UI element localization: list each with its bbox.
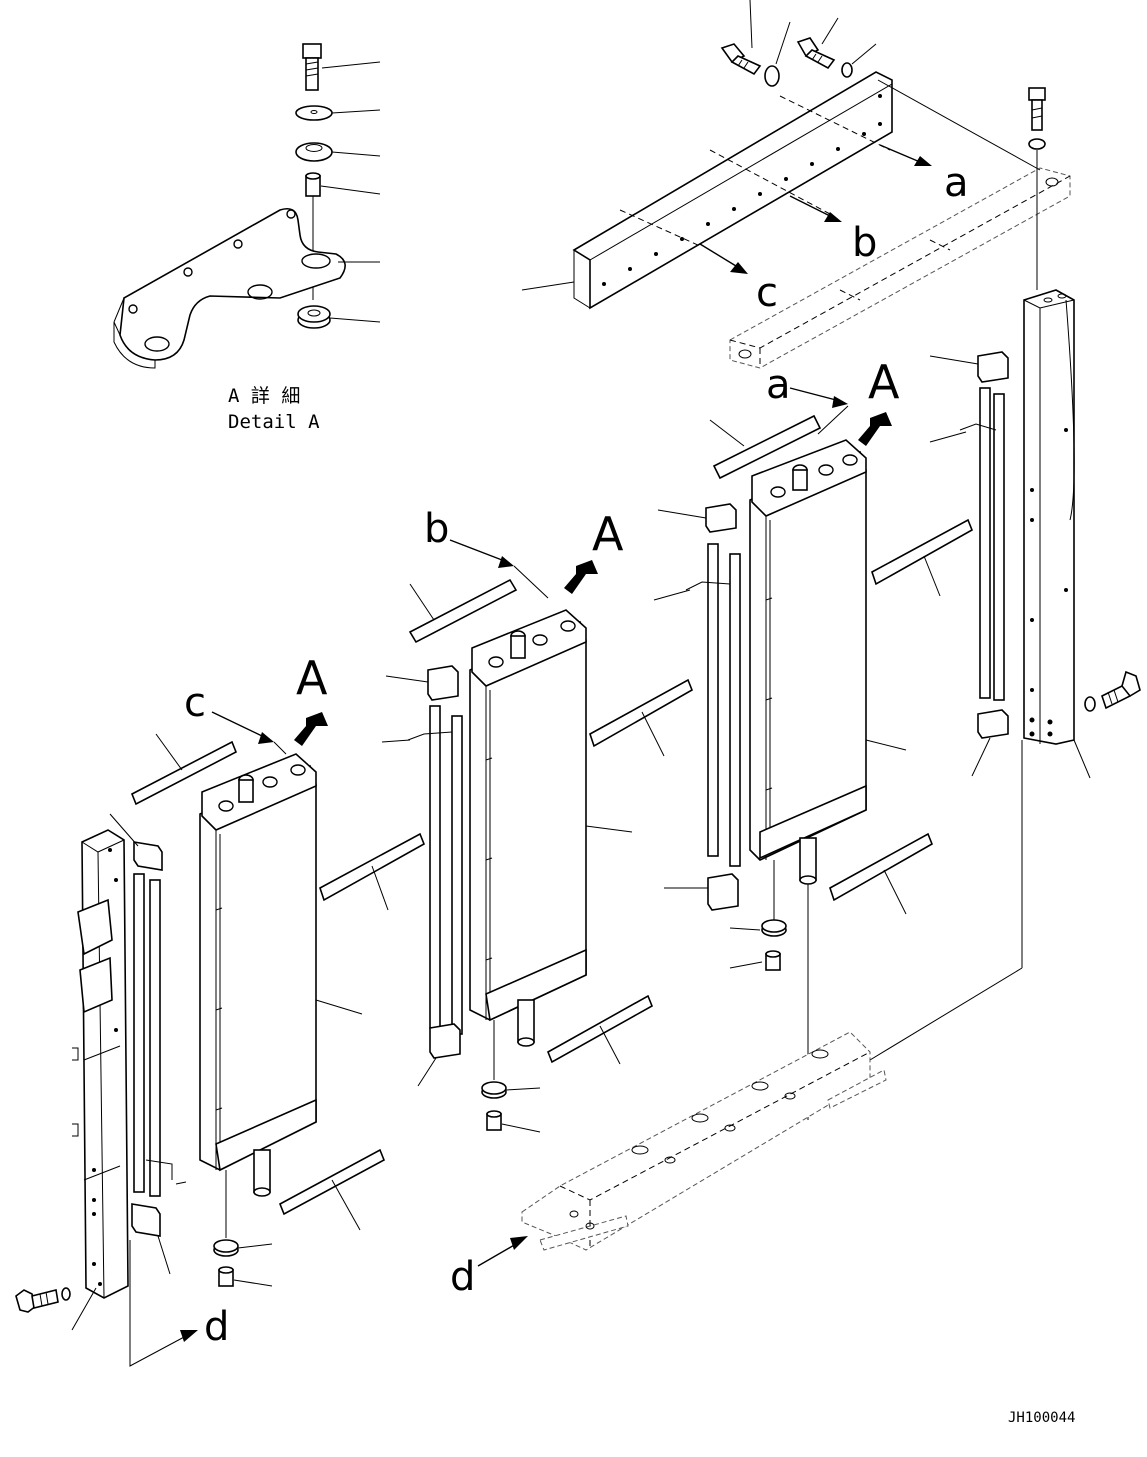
leader-left-frame: [71, 1287, 97, 1331]
arrow-d-left: [180, 1330, 198, 1342]
top-right-vertical-bolt: [1028, 87, 1046, 150]
view-arrow-a-mid: [564, 560, 598, 594]
seal-strip-left-pair: [131, 841, 173, 1237]
detail-title-jp: A 詳 細: [228, 385, 300, 407]
leader-core-mid: [585, 825, 633, 833]
view-arrow-a-right: [858, 412, 892, 446]
detail-a-group: A 詳 細 Detail A: [113, 43, 381, 433]
label-d-left: d: [204, 1304, 229, 1350]
label-view-a-left: A: [296, 651, 328, 705]
label-a-core: a: [766, 362, 791, 408]
top-bolt-left: [720, 43, 762, 76]
seal-strip-mid-pair: [407, 665, 463, 1059]
label-a-top: a: [944, 160, 969, 206]
top-washer-left: [764, 65, 780, 87]
label-view-a-right: A: [868, 355, 900, 409]
arrow-b-core: [449, 539, 514, 568]
arrow-c-top: [699, 243, 748, 274]
arrow-c-core: [211, 711, 274, 744]
leader-detail-collar: [320, 185, 381, 195]
label-c-top: c: [756, 270, 778, 316]
leader-upper-frame: [521, 281, 575, 291]
top-bolt-right: [796, 37, 836, 70]
seal-bar-right-bottom: [829, 832, 934, 902]
leader-detail-bolt: [321, 61, 381, 69]
seal-bar-left-top: [130, 740, 238, 806]
label-d-right: d: [450, 1254, 475, 1300]
radiator-core-right: [749, 439, 867, 885]
leader-detail-washer: [331, 109, 381, 114]
ghost-lower-crossmember: [521, 1031, 887, 1251]
mount-rubber-left: [213, 1239, 239, 1257]
arrow-a-core: [789, 387, 848, 408]
left-frame-bolt: [15, 1287, 71, 1313]
leader-right-post: [1073, 739, 1091, 779]
detail-bolt: [302, 43, 322, 91]
label-view-a-mid: A: [592, 507, 624, 561]
mount-rubber-mid: [481, 1081, 507, 1099]
right-vertical-post: [1023, 289, 1075, 745]
leader-detail-spacer: [331, 151, 381, 157]
detail-bracket-plate: [113, 207, 346, 369]
leader-core-left: [315, 999, 363, 1015]
seal-strip-right-mid: [685, 503, 741, 911]
label-c-core: c: [184, 680, 206, 726]
seal-bar-mid-top: [408, 578, 518, 644]
reference-line-b: [709, 149, 831, 215]
leader-detail-mount: [329, 317, 381, 323]
right-post-bolt: [1084, 670, 1141, 712]
arrow-a-top: [879, 144, 932, 166]
seal-bar-left-bottom: [278, 1148, 386, 1216]
mount-collar-left: [218, 1266, 234, 1287]
radiator-core-left: [199, 753, 317, 1197]
seal-bar-right-side: [871, 518, 974, 586]
reference-line-a: [779, 95, 891, 151]
seal-strip-right-pair: [959, 351, 1009, 739]
ghost-upper-crossmember: [729, 167, 1071, 369]
label-b-top: b: [852, 220, 877, 266]
label-b-core: b: [424, 506, 449, 552]
mount-collar-mid: [486, 1110, 502, 1131]
seal-bar-right-top: [712, 414, 822, 480]
arrow-d-right: [477, 1236, 528, 1267]
arrow-b-top: [789, 195, 842, 222]
detail-collar: [305, 172, 321, 197]
top-washer-right: [841, 62, 853, 78]
detail-rubber-mount: [297, 305, 331, 329]
view-arrow-a-left: [294, 712, 328, 746]
reference-line-d-left: [129, 1240, 187, 1367]
radiator-core-middle: [469, 609, 587, 1047]
reference-line-c: [619, 209, 701, 247]
detail-title-en: Detail A: [228, 411, 320, 433]
seal-bar-mid-side: [589, 678, 694, 748]
left-vertical-frame: [72, 829, 129, 1299]
mount-collar-right: [765, 950, 781, 971]
leader-core-right: [865, 739, 907, 751]
drawing-number: JH100044: [1008, 1410, 1075, 1426]
mount-rubber-right: [761, 919, 787, 937]
upper-channel-frame: [572, 71, 893, 310]
seal-bar-mid-bottom: [546, 994, 654, 1064]
